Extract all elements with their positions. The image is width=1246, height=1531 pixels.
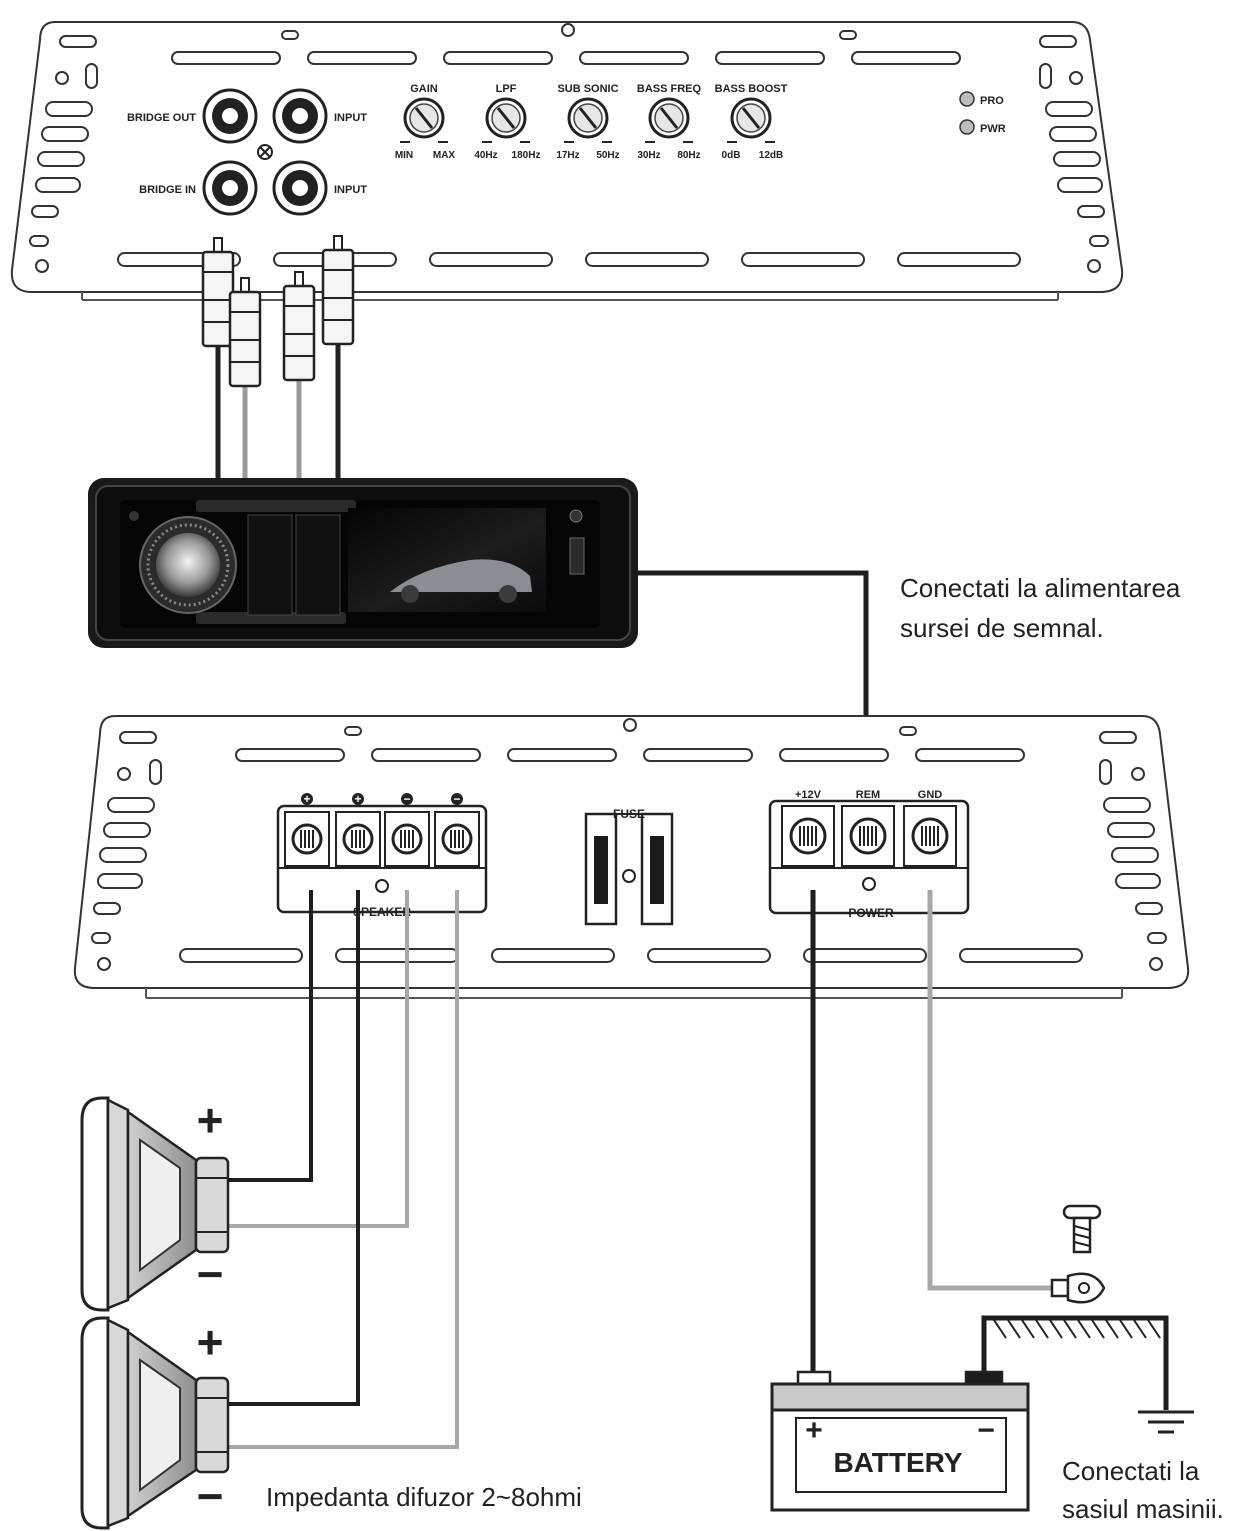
battery xyxy=(770,1370,1030,1512)
volume-knob[interactable] xyxy=(139,516,237,614)
speaker-2 xyxy=(80,1316,230,1530)
speaker-terminal[interactable] xyxy=(384,793,430,867)
display-screen xyxy=(348,508,546,612)
label-input-1: INPUT xyxy=(334,112,367,124)
knob-gain[interactable] xyxy=(400,97,448,143)
speaker-terminal-polarity: + xyxy=(303,792,310,806)
knob-label: SUB SONIC xyxy=(557,83,618,95)
speaker-terminal[interactable] xyxy=(284,793,330,867)
speaker-terminals: + + − − xyxy=(284,792,480,867)
amplifier-top-chassis xyxy=(10,21,1124,293)
rca-plug xyxy=(201,237,235,348)
knob-min-label: 40Hz xyxy=(474,150,497,161)
knob-max-label: 80Hz xyxy=(677,150,700,161)
amplifier-bottom-chassis xyxy=(73,715,1190,989)
battery-minus: − xyxy=(977,1414,995,1447)
caption-head-unit-line2: sursei de semnal. xyxy=(900,613,1104,643)
label-led-pro: PRO xyxy=(980,95,1004,107)
speaker-terminal-polarity: − xyxy=(403,792,410,806)
power-terminal-label: +12V xyxy=(795,789,822,801)
caption-chassis-line2: sasiul masinii. xyxy=(1062,1494,1224,1524)
knob-label: LPF xyxy=(496,83,517,95)
knob-max-label: 50Hz xyxy=(596,150,619,161)
knob-bass-boost[interactable] xyxy=(727,97,775,143)
knob-label: BASS BOOST xyxy=(715,83,788,95)
power-terminal[interactable] xyxy=(841,805,895,867)
ground-wire xyxy=(927,890,1052,1291)
knob-label: GAIN xyxy=(410,83,438,95)
knob-max-label: 180Hz xyxy=(512,150,541,161)
speaker-1-plus: + xyxy=(197,1094,224,1146)
knob-label: BASS FREQ xyxy=(637,83,702,95)
speaker-terminal-polarity: + xyxy=(354,792,361,806)
power-terminal-label: GND xyxy=(918,789,943,801)
label-fuse: FUSE xyxy=(613,807,645,821)
knob-sub-sonic[interactable] xyxy=(564,97,612,143)
rca-jack-bridge-out xyxy=(202,88,258,144)
led-pro[interactable] xyxy=(959,91,975,107)
knob-min-label: 0dB xyxy=(722,150,741,161)
speaker-terminal[interactable] xyxy=(335,793,381,867)
power-terminal[interactable] xyxy=(781,805,835,867)
head-unit xyxy=(88,478,638,648)
speaker-1-minus: − xyxy=(197,1248,224,1300)
knob-lpf[interactable] xyxy=(482,97,530,143)
speaker-wires xyxy=(228,890,459,1449)
caption-impedance: Impedanta difuzor 2~8ohmi xyxy=(266,1482,582,1512)
control-knobs: GAIN MIN MAX LPF 40Hz 180Hz SUB SONIC 17Hz 50Hz B… xyxy=(395,83,788,161)
knob-max-label: 12dB xyxy=(759,150,783,161)
knob-min-label: MIN xyxy=(395,150,413,161)
amplifier-top: BRIDGE OUT BRIDGE IN INPUT INPUT GAIN MIN… xyxy=(10,21,1124,301)
label-speaker: SPEAKER xyxy=(353,905,411,919)
knob-bass-freq[interactable] xyxy=(645,97,693,143)
speaker-2-plus: + xyxy=(197,1316,224,1368)
speaker-terminal-polarity: − xyxy=(453,792,460,806)
knob-min-label: 17Hz xyxy=(556,150,579,161)
caption-head-unit-line1: Conectati la alimentarea xyxy=(900,573,1181,603)
power-terminal[interactable] xyxy=(903,805,957,867)
ring-terminal-icon xyxy=(1050,1272,1106,1304)
rca-jack-input-1 xyxy=(272,88,328,144)
fuse xyxy=(584,812,674,926)
rca-jack-bridge-in xyxy=(202,160,258,216)
amplifier-bottom: + + − − SPEAKER FUSE +12V REM GND POWER xyxy=(73,715,1190,999)
label-led-pwr: PWR xyxy=(980,123,1006,135)
amplifier-top-vent-slots xyxy=(29,23,1109,273)
chassis-ground xyxy=(981,1315,1194,1434)
led-pwr[interactable] xyxy=(959,119,975,135)
speaker-2-minus: − xyxy=(197,1470,224,1522)
power-terminals: +12V REM GND xyxy=(781,789,957,867)
label-bridge-out: BRIDGE OUT xyxy=(127,112,196,124)
power-terminal-label: REM xyxy=(856,789,880,801)
label-bridge-in: BRIDGE IN xyxy=(139,184,196,196)
caption-chassis-line1: Conectati la xyxy=(1062,1456,1200,1486)
screw-icon xyxy=(257,144,273,160)
label-power: POWER xyxy=(848,906,894,920)
rca-cables xyxy=(201,235,355,478)
rca-plug xyxy=(321,235,355,346)
rca-jack-input-2 xyxy=(272,160,328,216)
rca-plug xyxy=(282,271,316,382)
battery-plus: + xyxy=(805,1414,823,1447)
screw-icon xyxy=(1062,1204,1102,1254)
speaker-1 xyxy=(80,1096,230,1312)
label-input-2: INPUT xyxy=(334,184,367,196)
battery-label: BATTERY xyxy=(833,1447,962,1478)
knob-max-label: MAX xyxy=(433,150,456,161)
rca-plug xyxy=(228,277,262,388)
speaker-terminal[interactable] xyxy=(434,793,480,867)
knob-min-label: 30Hz xyxy=(637,150,660,161)
